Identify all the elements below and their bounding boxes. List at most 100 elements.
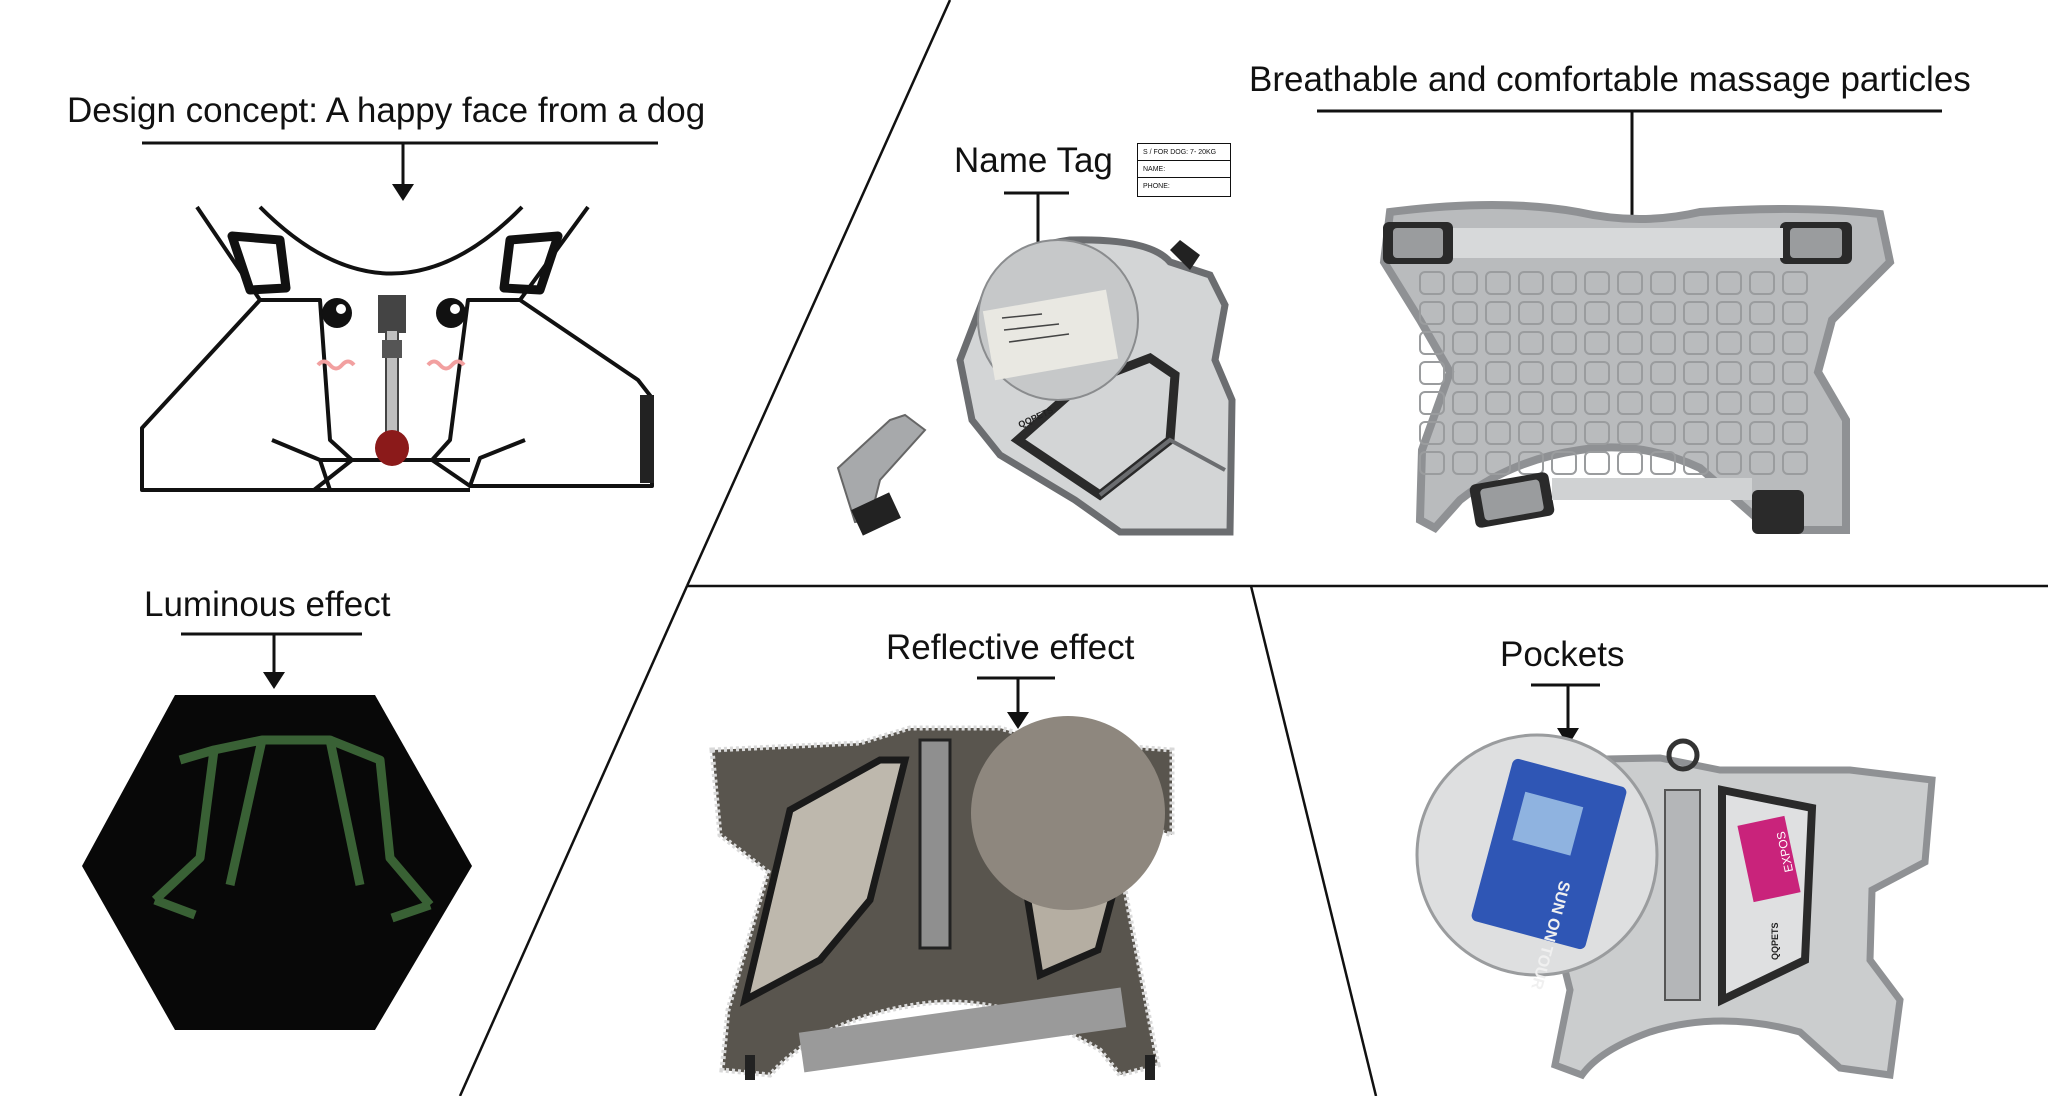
massage-particle (1782, 301, 1808, 325)
divider-diagonal-bottom-right (1249, 585, 1378, 1096)
massage-particle (1584, 361, 1610, 385)
massage-particle (1650, 391, 1676, 415)
massage-particle (1419, 301, 1445, 325)
massage-particle (1716, 361, 1742, 385)
callout-luminous (181, 632, 362, 689)
massage-particle (1683, 391, 1709, 415)
massage-particle (1452, 451, 1478, 475)
massage-particle (1650, 301, 1676, 325)
callout-reflective (977, 676, 1055, 729)
massage-particle (1551, 271, 1577, 295)
massage-particle (1749, 301, 1775, 325)
massage-particle (1485, 391, 1511, 415)
massage-particle (1452, 391, 1478, 415)
massage-particle (1419, 421, 1445, 445)
massage-particle (1617, 361, 1643, 385)
massage-particle (1749, 271, 1775, 295)
massage-particle (1749, 361, 1775, 385)
massage-particle (1716, 421, 1742, 445)
massage-particle (1419, 361, 1445, 385)
luminous-effect-title: Luminous effect (144, 585, 391, 624)
massage-particle (1485, 301, 1511, 325)
massage-particle (1518, 451, 1544, 475)
massage-particle (1551, 331, 1577, 355)
massage-particle (1419, 451, 1445, 475)
massage-particle (1584, 301, 1610, 325)
massage-particle (1716, 331, 1742, 355)
massage-particle (1617, 301, 1643, 325)
massage-particle (1419, 271, 1445, 295)
massage-particle (1452, 301, 1478, 325)
massage-particle (1518, 391, 1544, 415)
massage-particle (1683, 301, 1709, 325)
massage-particles-title: Breathable and comfortable massage parti… (1249, 60, 1971, 99)
massage-particle (1419, 331, 1445, 355)
massage-particle (1617, 391, 1643, 415)
massage-particle (1617, 331, 1643, 355)
massage-particle (1749, 391, 1775, 415)
reflective-harness-photo (709, 716, 1175, 1080)
massage-particle (1551, 391, 1577, 415)
massage-particle (1650, 271, 1676, 295)
massage-particle (1749, 331, 1775, 355)
massage-particle (1617, 271, 1643, 295)
massage-particle (1782, 361, 1808, 385)
massage-particle (1518, 361, 1544, 385)
name-tag-title: Name Tag (954, 141, 1113, 180)
happy-face-harness-drawing (140, 205, 654, 492)
name-tag-size-line: S / FOR DOG: 7- 20KG (1138, 144, 1230, 161)
massage-particle (1650, 361, 1676, 385)
side-view-harness-photo: QQPETS (836, 236, 1236, 536)
massage-particle (1617, 451, 1643, 475)
reflective-effect-title: Reflective effect (886, 628, 1135, 667)
massage-particle (1749, 451, 1775, 475)
massage-particle (1551, 301, 1577, 325)
massage-particle (1716, 271, 1742, 295)
massage-particle (1485, 361, 1511, 385)
massage-particle (1782, 391, 1808, 415)
name-tag-name-line: NAME: (1138, 161, 1230, 178)
massage-particle (1782, 451, 1808, 475)
massage-particle (1683, 271, 1709, 295)
massage-particle (1683, 421, 1709, 445)
massage-particle (1749, 421, 1775, 445)
massage-particle (1518, 271, 1544, 295)
massage-particle (1782, 331, 1808, 355)
design-concept-title: Design concept: A happy face from a dog (67, 91, 706, 130)
massage-particle (1584, 331, 1610, 355)
massage-particle (1452, 331, 1478, 355)
divider-diagonal-bottom-left (458, 585, 689, 1096)
massage-particle (1485, 271, 1511, 295)
pockets-harness-photo: EXPOS SUN ON TOUR QQPETS (1415, 733, 1936, 1080)
massage-particle (1650, 331, 1676, 355)
callout-design-concept (142, 141, 658, 201)
massage-particle (1452, 361, 1478, 385)
massage-particle (1584, 271, 1610, 295)
pockets-title: Pockets (1500, 635, 1625, 674)
massage-particle (1419, 391, 1445, 415)
massage-particle (1485, 451, 1511, 475)
massage-particle (1551, 361, 1577, 385)
massage-particle (1683, 331, 1709, 355)
massage-particle (1518, 421, 1544, 445)
massage-particle (1650, 451, 1676, 475)
name-tag-card: S / FOR DOG: 7- 20KG NAME: PHONE: (1137, 143, 1231, 197)
massage-particle (1485, 331, 1511, 355)
massage-particle (1452, 421, 1478, 445)
massage-particle (1584, 451, 1610, 475)
happy-face-features (316, 295, 466, 466)
massage-particle (1551, 421, 1577, 445)
massage-particle (1650, 421, 1676, 445)
massage-particle (1551, 451, 1577, 475)
massage-particle (1683, 361, 1709, 385)
name-tag-phone-line: PHONE: (1143, 183, 1170, 190)
massage-particle (1782, 421, 1808, 445)
massage-particle (1518, 301, 1544, 325)
brand-text-pockets: QQPETS (1770, 922, 1780, 960)
divider-diagonal-top (685, 0, 952, 587)
massage-particle (1584, 421, 1610, 445)
underside-harness-photo (1379, 201, 1895, 534)
massage-particle (1452, 271, 1478, 295)
